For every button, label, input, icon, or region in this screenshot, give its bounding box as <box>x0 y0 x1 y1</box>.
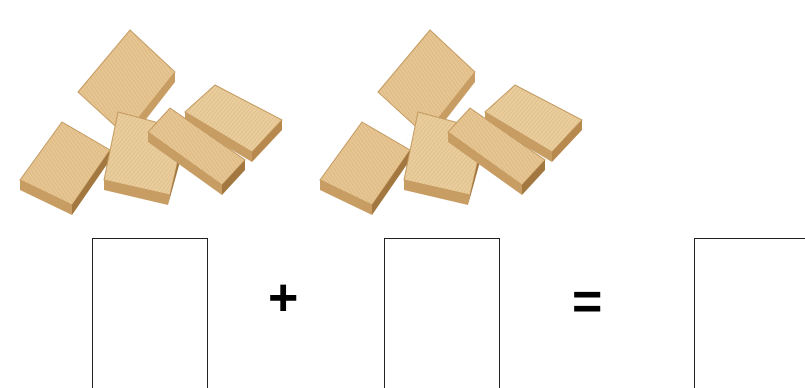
second-addend-box[interactable] <box>384 238 500 388</box>
first-addend-box[interactable] <box>92 238 208 388</box>
sum-box[interactable] <box>694 238 805 388</box>
equals-sign: = <box>572 276 602 328</box>
wafer-pile-image <box>300 0 600 220</box>
plus-sign: + <box>268 272 298 324</box>
wafer-cookies-left-icon <box>0 0 300 220</box>
wafer-cookies-right-icon <box>300 0 600 220</box>
wafer-pile-image <box>0 0 300 220</box>
